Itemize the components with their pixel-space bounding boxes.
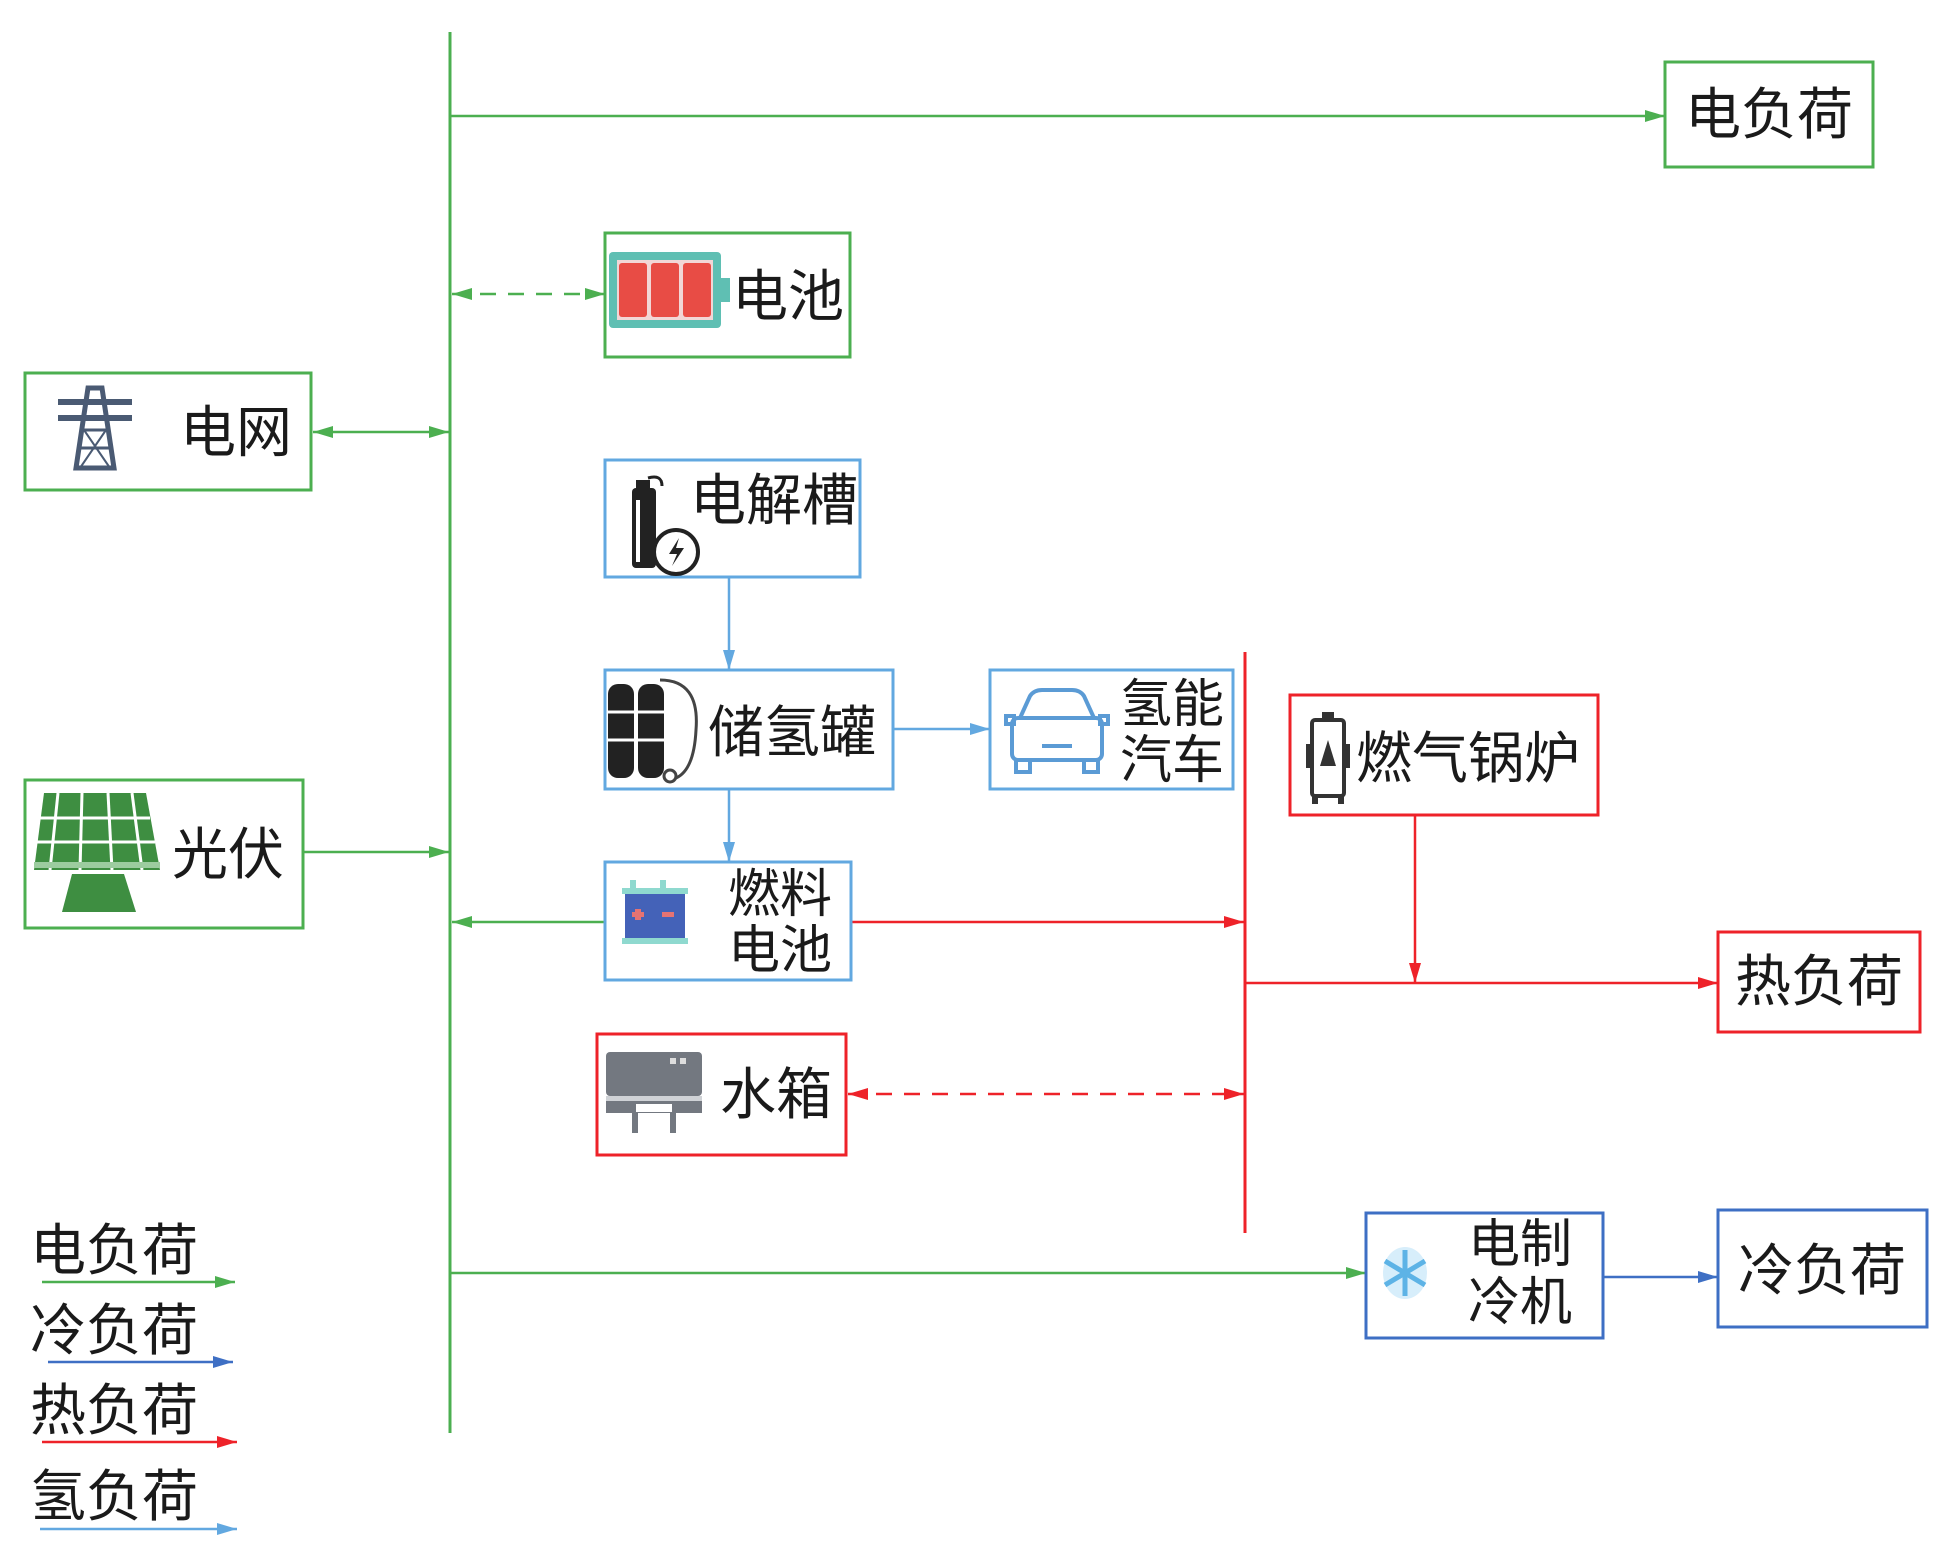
fuel-cell-label-line1: 燃料 (728, 865, 832, 925)
chiller-label-line1: 电制 (1468, 1215, 1572, 1275)
pv-node[interactable]: 光伏 (23, 778, 305, 930)
grid-label: 电网 (180, 401, 292, 466)
heat-load-node[interactable]: 热负荷 (1716, 930, 1922, 1034)
boiler-icon (1306, 712, 1350, 804)
snowflake-icon (1383, 1247, 1427, 1299)
power-tower-icon (58, 385, 132, 471)
legend-item-heat: 热负荷 (30, 1379, 237, 1448)
legend: 电负荷 冷负荷 热负荷 氢负荷 (30, 1219, 237, 1535)
battery-icon (609, 252, 730, 328)
cooling-load-node[interactable]: 冷负荷 (1716, 1208, 1929, 1329)
grid-node[interactable]: 电网 (23, 371, 313, 492)
legend-item-hydrogen: 氢负荷 (30, 1465, 237, 1535)
legend-label: 热负荷 (30, 1379, 198, 1444)
legend-label: 电负荷 (30, 1219, 198, 1284)
legend-item-cooling: 冷负荷 (30, 1299, 233, 1368)
gas-boiler-node[interactable]: 燃气锅炉 (1288, 693, 1600, 817)
electrolyzer-icon (632, 475, 700, 576)
electrolyzer-node[interactable]: 电解槽 (603, 458, 862, 579)
h2-tank-label: 储氢罐 (708, 701, 876, 766)
fuel-cell-node[interactable]: 燃料 电池 (603, 860, 853, 982)
solar-panel-icon (34, 792, 160, 912)
water-tank-node[interactable]: 水箱 (595, 1032, 848, 1157)
water-tank-label: 水箱 (720, 1063, 832, 1128)
battery-node[interactable]: 电池 (603, 231, 852, 359)
water-heater-icon (606, 1052, 702, 1133)
electrolyzer-label: 电解槽 (690, 469, 858, 534)
fuel-cell-icon (622, 880, 688, 944)
h2-tank-node[interactable]: 储氢罐 (603, 668, 895, 791)
pv-label: 光伏 (172, 823, 284, 888)
chiller-node[interactable]: 电制 冷机 (1364, 1211, 1605, 1340)
legend-item-electric: 电负荷 (30, 1219, 235, 1288)
fuel-cell-label-line2: 电池 (728, 921, 832, 981)
legend-label: 冷负荷 (30, 1299, 198, 1364)
electric-load-label: 电负荷 (1685, 83, 1853, 148)
battery-label: 电池 (732, 265, 844, 330)
car-icon (1004, 688, 1110, 774)
heat-load-label: 热负荷 (1735, 950, 1903, 1015)
h2-car-node[interactable]: 氢能 汽车 (988, 668, 1235, 791)
chiller-label-line2: 冷机 (1468, 1273, 1572, 1333)
h2-car-label-line2: 汽车 (1120, 731, 1224, 791)
gas-cylinders-icon (608, 678, 698, 784)
h2-car-label-line1: 氢能 (1120, 675, 1224, 735)
cooling-load-label: 冷负荷 (1738, 1239, 1906, 1304)
gas-boiler-label: 燃气锅炉 (1356, 727, 1580, 792)
legend-label: 氢负荷 (30, 1465, 198, 1530)
electric-load-node[interactable]: 电负荷 (1663, 60, 1875, 169)
